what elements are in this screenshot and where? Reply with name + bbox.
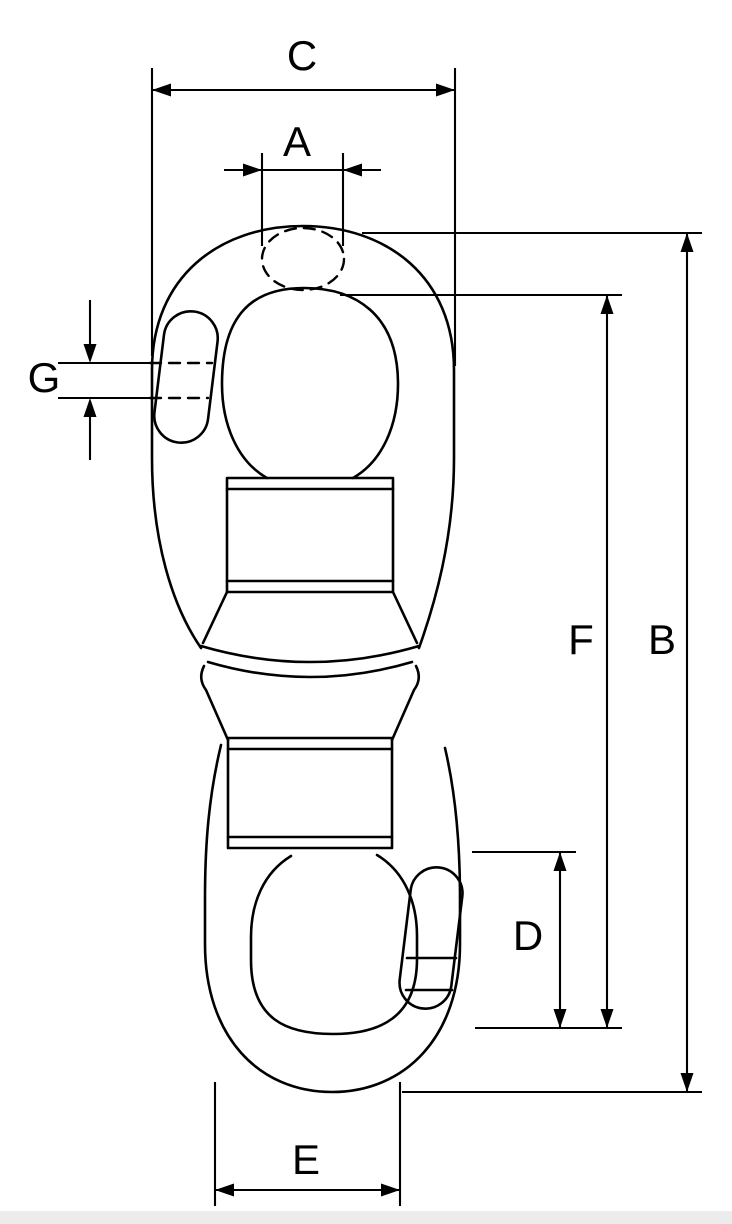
dimension-c: C bbox=[150, 32, 457, 366]
dim-label-c: C bbox=[287, 32, 317, 79]
upper-cone-right bbox=[391, 590, 419, 645]
arrowhead bbox=[215, 1183, 234, 1197]
dimension-annotations: C A G F bbox=[28, 32, 702, 1206]
dim-label-f: F bbox=[568, 616, 594, 663]
lower-side-boss bbox=[398, 866, 464, 1010]
upper-nut bbox=[225, 476, 395, 594]
lower-flange-left bbox=[199, 664, 230, 742]
dimension-f: F bbox=[340, 293, 622, 1030]
arrowhead bbox=[243, 163, 262, 177]
dim-label-a: A bbox=[283, 118, 311, 165]
arrowhead bbox=[152, 83, 171, 97]
upper-flange-bottom bbox=[199, 644, 421, 664]
upper-side-boss bbox=[152, 309, 220, 445]
arrowhead bbox=[343, 163, 362, 177]
arrowhead bbox=[553, 1009, 567, 1028]
lower-flange-right bbox=[390, 664, 421, 742]
dimension-e: E bbox=[213, 1082, 402, 1206]
upper-eye-outline bbox=[150, 224, 456, 650]
dimension-g: G bbox=[28, 300, 150, 460]
lower-nut bbox=[226, 736, 394, 850]
lower-eye-outline bbox=[203, 743, 462, 1094]
dimension-d: D bbox=[472, 850, 576, 1028]
arrowhead bbox=[680, 233, 694, 252]
arrowhead bbox=[553, 852, 567, 871]
dim-label-b: B bbox=[648, 616, 676, 663]
dim-label-d: D bbox=[513, 912, 543, 959]
dimension-a: A bbox=[224, 118, 381, 246]
arrowhead bbox=[381, 1183, 400, 1197]
arrowhead bbox=[600, 1009, 614, 1028]
lower-eye-opening bbox=[249, 853, 419, 1036]
arrowhead bbox=[600, 295, 614, 314]
dimension-b: B bbox=[362, 231, 702, 1094]
dim-label-e: E bbox=[292, 1136, 320, 1183]
arrowhead bbox=[83, 398, 97, 417]
arrowhead bbox=[680, 1073, 694, 1092]
dim-label-g: G bbox=[28, 354, 61, 401]
footer-strip bbox=[0, 1211, 732, 1224]
upper-pin-hole-hidden bbox=[260, 226, 346, 292]
swivel-body bbox=[148, 224, 464, 1094]
arrowhead bbox=[436, 83, 455, 97]
upper-eye-opening bbox=[220, 286, 400, 480]
swivel-joint-line bbox=[206, 660, 414, 679]
arrowhead bbox=[83, 344, 97, 363]
upper-cone-left bbox=[201, 590, 229, 645]
